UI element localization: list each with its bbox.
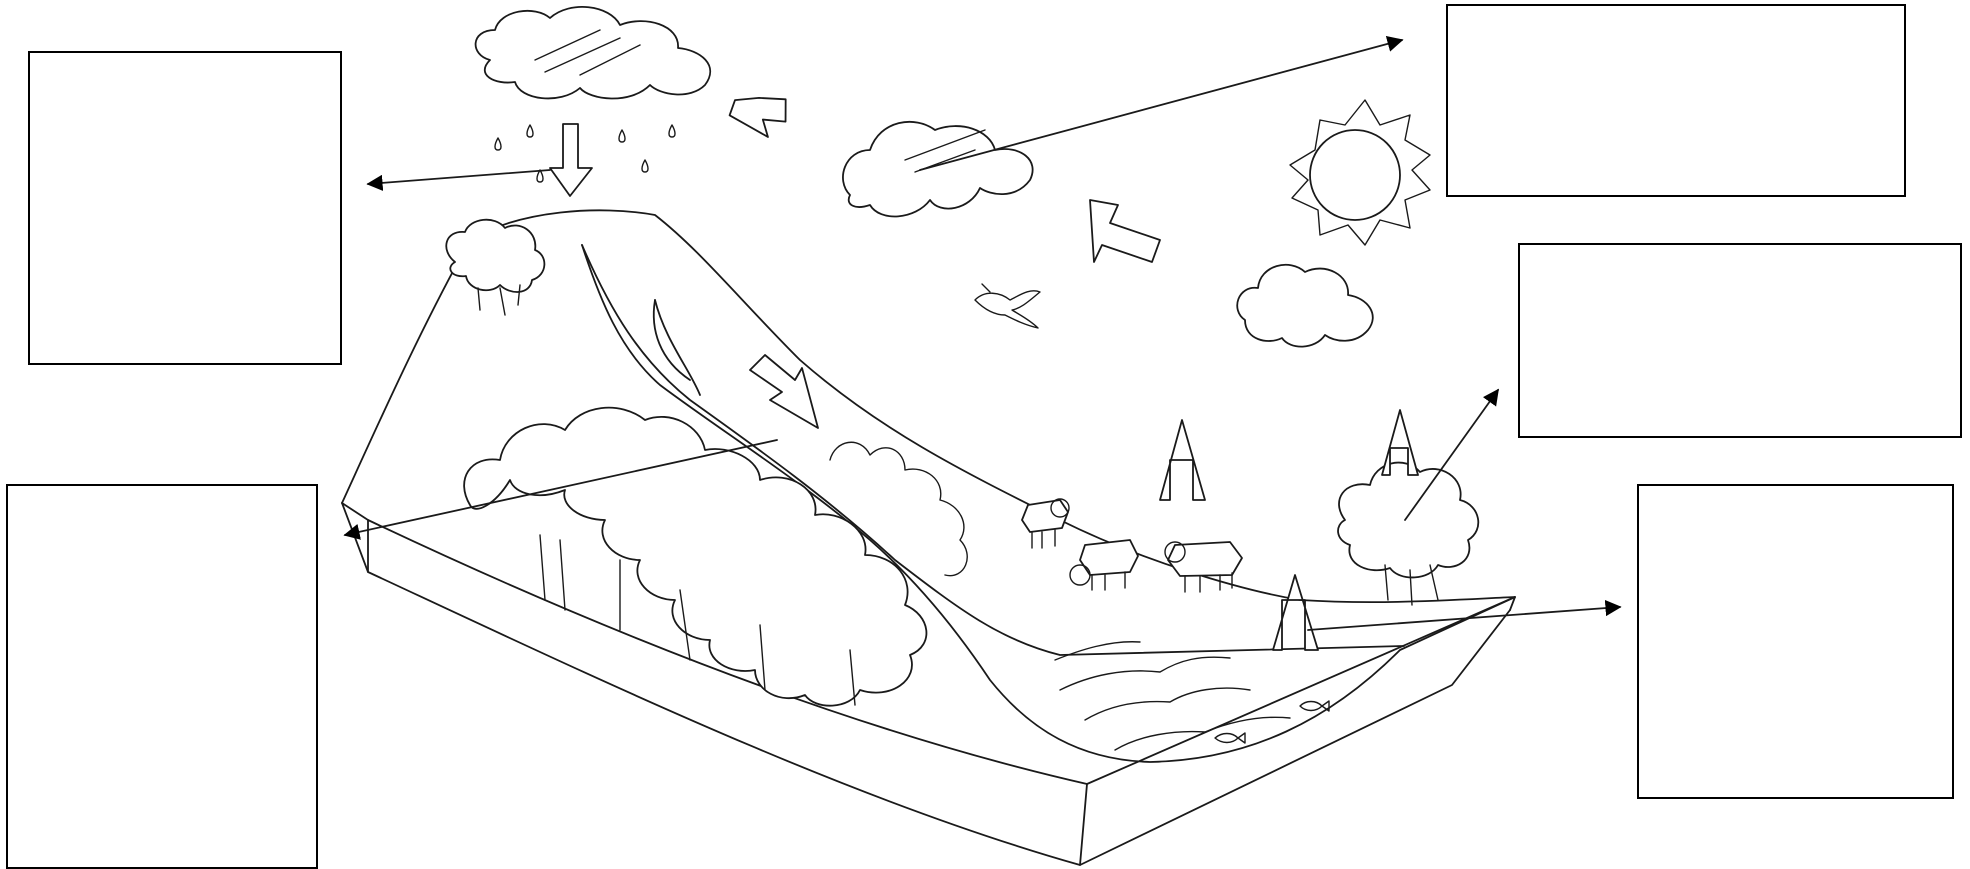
cow-icon [1022, 499, 1069, 548]
answer-box-middle-left[interactable] [6, 484, 318, 869]
answer-box-top-right[interactable] [1446, 4, 1906, 197]
sun-icon [1290, 100, 1430, 245]
answer-box-top-left[interactable] [28, 51, 342, 365]
rain-cloud-icon [476, 7, 711, 182]
answer-box-bottom-right[interactable] [1637, 484, 1954, 799]
bird-icon [975, 284, 1040, 328]
cow-icon [1070, 540, 1138, 590]
cloud-icon [843, 122, 1033, 217]
tree-icon [446, 220, 544, 315]
answer-box-middle-right[interactable] [1518, 243, 1962, 438]
tree-icon [1338, 463, 1478, 605]
cloud-icon [1237, 265, 1373, 347]
